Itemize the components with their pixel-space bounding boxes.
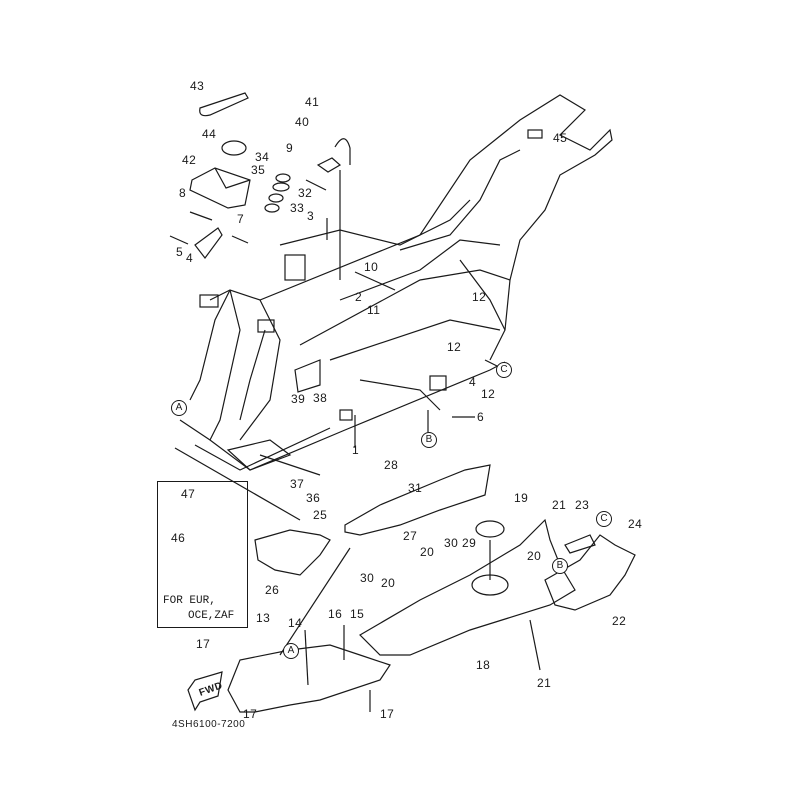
part-label-30-b: 30 xyxy=(360,571,375,585)
part-label-29: 29 xyxy=(462,536,477,550)
part-27-guard xyxy=(344,464,491,536)
part-label-43: 43 xyxy=(190,79,205,93)
part-40-clip xyxy=(316,157,342,173)
part-label-8: 8 xyxy=(179,186,187,200)
ref-marker-c-skidplate: C xyxy=(596,511,612,527)
part-label-12-b: 12 xyxy=(447,340,462,354)
part-label-6: 6 xyxy=(477,410,485,424)
part-label-33: 33 xyxy=(290,201,305,215)
part-label-20-b: 20 xyxy=(527,549,542,563)
part-label-30-a: 30 xyxy=(444,536,459,550)
part-label-3: 3 xyxy=(307,209,315,223)
leader-frame-to-skidplate xyxy=(174,447,301,521)
part-22-guard xyxy=(544,534,636,611)
part-7-bolt xyxy=(231,235,249,244)
part-19-seal xyxy=(475,520,505,538)
part-label-39: 39 xyxy=(291,392,306,406)
part-label-28: 28 xyxy=(384,458,399,472)
part-33-washer xyxy=(264,203,280,213)
part-label-10: 10 xyxy=(364,260,379,274)
part-label-40: 40 xyxy=(295,115,310,129)
part-label-24: 24 xyxy=(628,517,643,531)
part-label-4-right: 4 xyxy=(469,375,477,389)
part-label-12-c: 12 xyxy=(481,387,496,401)
leader-10 xyxy=(354,271,396,291)
part-label-32: 32 xyxy=(298,186,313,200)
ref-marker-a-frame: A xyxy=(171,400,187,416)
part-label-44: 44 xyxy=(202,127,217,141)
part-label-17-b: 17 xyxy=(243,707,258,721)
part-label-17-c: 17 xyxy=(380,707,395,721)
part-34-washer xyxy=(275,173,291,183)
ref-marker-b-frame: B xyxy=(421,432,437,448)
part-label-19: 19 xyxy=(514,491,529,505)
inset-note-line2: OCE,ZAF xyxy=(188,610,235,622)
part-label-47: 47 xyxy=(181,487,196,501)
part-label-4-top: 4 xyxy=(186,251,194,265)
part-label-15: 15 xyxy=(350,607,365,621)
main-frame xyxy=(179,94,613,471)
part-label-25: 25 xyxy=(313,508,328,522)
leader-37-36 xyxy=(259,454,321,476)
part-label-38: 38 xyxy=(313,391,328,405)
ref-marker-a-skidplate: A xyxy=(283,643,299,659)
part-label-2: 2 xyxy=(355,290,363,304)
part-label-14: 14 xyxy=(288,616,303,630)
part-label-23: 23 xyxy=(575,498,590,512)
part-label-42: 42 xyxy=(182,153,197,167)
part-label-27: 27 xyxy=(403,529,418,543)
part-label-21-top: 21 xyxy=(552,498,567,512)
part-23-pad xyxy=(564,534,596,554)
part-5-bolt xyxy=(169,235,189,245)
part-label-1: 1 xyxy=(352,443,360,457)
part-9-bolt xyxy=(305,179,327,191)
inset-note-line1: FOR EUR, xyxy=(163,595,216,607)
part-35-washer xyxy=(272,182,290,192)
part-label-5: 5 xyxy=(176,245,184,259)
part-label-34: 34 xyxy=(255,150,270,164)
part-label-7: 7 xyxy=(237,212,245,226)
part-13-front-skidplate xyxy=(227,644,391,713)
part-label-26: 26 xyxy=(265,583,280,597)
part-label-46: 46 xyxy=(171,531,186,545)
part-42-toolbag xyxy=(189,167,251,209)
part-label-9: 9 xyxy=(286,141,294,155)
part-44-grommet xyxy=(221,140,247,156)
part-25-cover xyxy=(254,529,331,576)
part-label-36: 36 xyxy=(306,491,321,505)
part-label-17-a: 17 xyxy=(196,637,211,651)
part-4-bracket xyxy=(194,227,223,259)
part-label-16: 16 xyxy=(328,607,343,621)
leader-21b xyxy=(529,619,541,671)
part-label-31: 31 xyxy=(408,481,423,495)
part-32-washer xyxy=(268,193,284,203)
part-label-37: 37 xyxy=(290,477,305,491)
ref-marker-b-skidplate: B xyxy=(552,558,568,574)
part-label-45: 45 xyxy=(553,131,568,145)
part-41-spring xyxy=(334,138,351,165)
part-label-13: 13 xyxy=(256,611,271,625)
part-label-41: 41 xyxy=(305,95,320,109)
fwd-arrow xyxy=(187,671,223,712)
part-label-22: 22 xyxy=(612,614,627,628)
part-label-21-bottom: 21 xyxy=(537,676,552,690)
part-label-12-a: 12 xyxy=(472,290,487,304)
part-8-bolt xyxy=(189,211,213,221)
leader-25-14 xyxy=(279,547,351,656)
ref-marker-c-frame: C xyxy=(496,362,512,378)
inset-box-eur-oce-zaf: FOR EUR, OCE,ZAF xyxy=(157,481,248,628)
part-label-11: 11 xyxy=(367,303,381,317)
skidplate-boss xyxy=(471,574,509,596)
leader-C xyxy=(484,359,498,367)
part-label-20-a: 20 xyxy=(420,545,435,559)
diagram-code: 4SH6100-7200 xyxy=(172,719,246,730)
part-label-35: 35 xyxy=(251,163,266,177)
part-43-pad xyxy=(199,92,249,117)
leader-14 xyxy=(304,629,309,686)
part-label-20-c: 20 xyxy=(381,576,396,590)
part-label-18: 18 xyxy=(476,658,491,672)
